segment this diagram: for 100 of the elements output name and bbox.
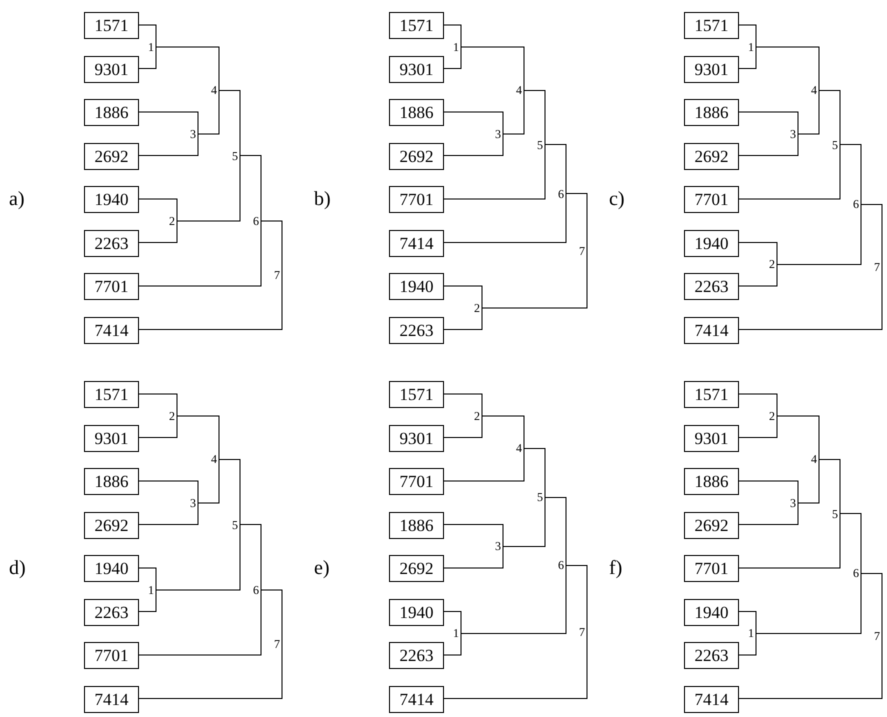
merge-number: 6 bbox=[847, 196, 861, 212]
merge-number: 5 bbox=[226, 148, 240, 164]
tree-branch-line bbox=[156, 524, 240, 590]
leaf-box: 7701 bbox=[684, 186, 739, 213]
tree-branch-line bbox=[738, 480, 798, 504]
tree-branch-line bbox=[756, 46, 820, 91]
leaf-box: 7414 bbox=[684, 686, 739, 712]
leaf-box: 1886 bbox=[84, 468, 139, 495]
panel-letter: c) bbox=[609, 187, 625, 211]
leaf-box: 7701 bbox=[684, 555, 739, 582]
leaf-box: 9301 bbox=[389, 56, 444, 82]
merge-number: 4 bbox=[805, 451, 819, 468]
tree-branch-line bbox=[738, 394, 778, 416]
tree-branch-line bbox=[776, 415, 820, 460]
tree-branch-line bbox=[738, 144, 840, 200]
leaf-box: 2692 bbox=[389, 142, 444, 170]
tree-branch-line bbox=[566, 193, 588, 252]
leaf-box: 1571 bbox=[389, 381, 444, 408]
panel-letter: b) bbox=[314, 187, 331, 211]
tree-branch-line bbox=[138, 589, 262, 656]
merge-number: 7 bbox=[868, 628, 882, 644]
leaf-box: 2263 bbox=[84, 230, 139, 256]
leaf-box: 2692 bbox=[684, 512, 739, 538]
leaf-box: 9301 bbox=[389, 424, 444, 452]
leaf-box: 9301 bbox=[684, 56, 739, 82]
tree-branch-line bbox=[444, 307, 482, 330]
leaf-box: 7701 bbox=[389, 186, 444, 213]
merge-number: 5 bbox=[826, 136, 840, 153]
panel-letter: a) bbox=[9, 187, 25, 211]
leaf-box: 7414 bbox=[684, 316, 739, 344]
tree-branch-line bbox=[138, 394, 178, 416]
leaf-box: 1571 bbox=[84, 12, 139, 39]
tree-branch-line bbox=[156, 46, 220, 91]
tree-branch-line bbox=[738, 502, 798, 525]
tree-branch-line bbox=[218, 90, 240, 156]
leaf-box: 1571 bbox=[684, 12, 739, 39]
tree-branch-line bbox=[444, 46, 462, 69]
tree-branch-line bbox=[138, 112, 198, 134]
leaf-box: 1886 bbox=[684, 99, 739, 126]
tree-branch-line bbox=[738, 635, 882, 699]
tree-branch-line bbox=[444, 611, 462, 634]
leaf-box: 1886 bbox=[84, 99, 139, 126]
tree-branch-line bbox=[138, 220, 262, 286]
merge-number: 4 bbox=[510, 82, 524, 98]
leaf-box: 1886 bbox=[389, 99, 444, 126]
tree-branch-line bbox=[198, 90, 220, 134]
merge-number: 1 bbox=[447, 38, 461, 55]
tree-branch-line bbox=[198, 458, 220, 504]
tree-branch-line bbox=[444, 112, 504, 134]
leaf-box: 2692 bbox=[84, 142, 139, 170]
merge-number: 6 bbox=[552, 186, 566, 202]
tree-branch-line bbox=[738, 632, 756, 656]
tree-branch-line bbox=[444, 193, 566, 243]
tree-branch-line bbox=[240, 155, 262, 222]
tree-branch-line bbox=[524, 448, 546, 498]
leaf-box: 2263 bbox=[684, 642, 739, 669]
leaf-box: 7701 bbox=[389, 468, 444, 495]
tree-branch-line bbox=[444, 144, 546, 200]
merge-number: 3 bbox=[784, 126, 798, 142]
tree-branch-line bbox=[444, 632, 462, 656]
tree-branch-line bbox=[138, 198, 178, 222]
merge-number: 1 bbox=[447, 625, 461, 642]
leaf-box: 9301 bbox=[684, 424, 739, 452]
merge-number: 7 bbox=[573, 624, 587, 640]
tree-branch-line bbox=[260, 589, 282, 645]
tree-branch-line bbox=[818, 90, 840, 146]
merge-number: 2 bbox=[763, 256, 777, 272]
leaf-box: 7414 bbox=[84, 686, 139, 712]
tree-branch-line bbox=[738, 513, 840, 568]
tree-branch-line bbox=[176, 415, 220, 460]
leaf-box: 1940 bbox=[389, 598, 444, 626]
tree-branch-line bbox=[218, 458, 240, 525]
tree-branch-line bbox=[738, 242, 778, 265]
leaf-box: 1940 bbox=[684, 230, 739, 256]
tree-branch-line bbox=[138, 133, 198, 156]
tree-branch-line bbox=[460, 46, 524, 91]
tree-branch-line bbox=[460, 564, 566, 634]
merge-number: 7 bbox=[268, 636, 282, 652]
merge-number: 3 bbox=[784, 494, 798, 511]
merge-number: 2 bbox=[163, 408, 177, 424]
tree-branch-line bbox=[840, 144, 862, 205]
leaf-box: 7701 bbox=[84, 642, 139, 669]
tree-branch-line bbox=[444, 524, 504, 547]
tree-branch-line bbox=[240, 524, 262, 590]
leaf-box: 1940 bbox=[84, 186, 139, 213]
leaf-box: 1940 bbox=[389, 273, 444, 300]
tree-branch-line bbox=[138, 24, 156, 48]
tree-branch-line bbox=[444, 415, 482, 438]
leaf-box: 7701 bbox=[84, 273, 139, 300]
tree-branch-line bbox=[482, 250, 588, 308]
tree-branch-line bbox=[138, 480, 198, 504]
leaf-box: 2263 bbox=[389, 316, 444, 344]
tree-branch-line bbox=[444, 394, 482, 416]
tree-branch-line bbox=[260, 220, 282, 276]
tree-branch-line bbox=[566, 564, 588, 632]
merge-number: 3 bbox=[489, 538, 503, 554]
merge-number: 7 bbox=[573, 242, 587, 259]
tree-branch-line bbox=[738, 112, 798, 134]
tree-branch-line bbox=[138, 274, 282, 330]
tree-branch-line bbox=[138, 220, 178, 243]
